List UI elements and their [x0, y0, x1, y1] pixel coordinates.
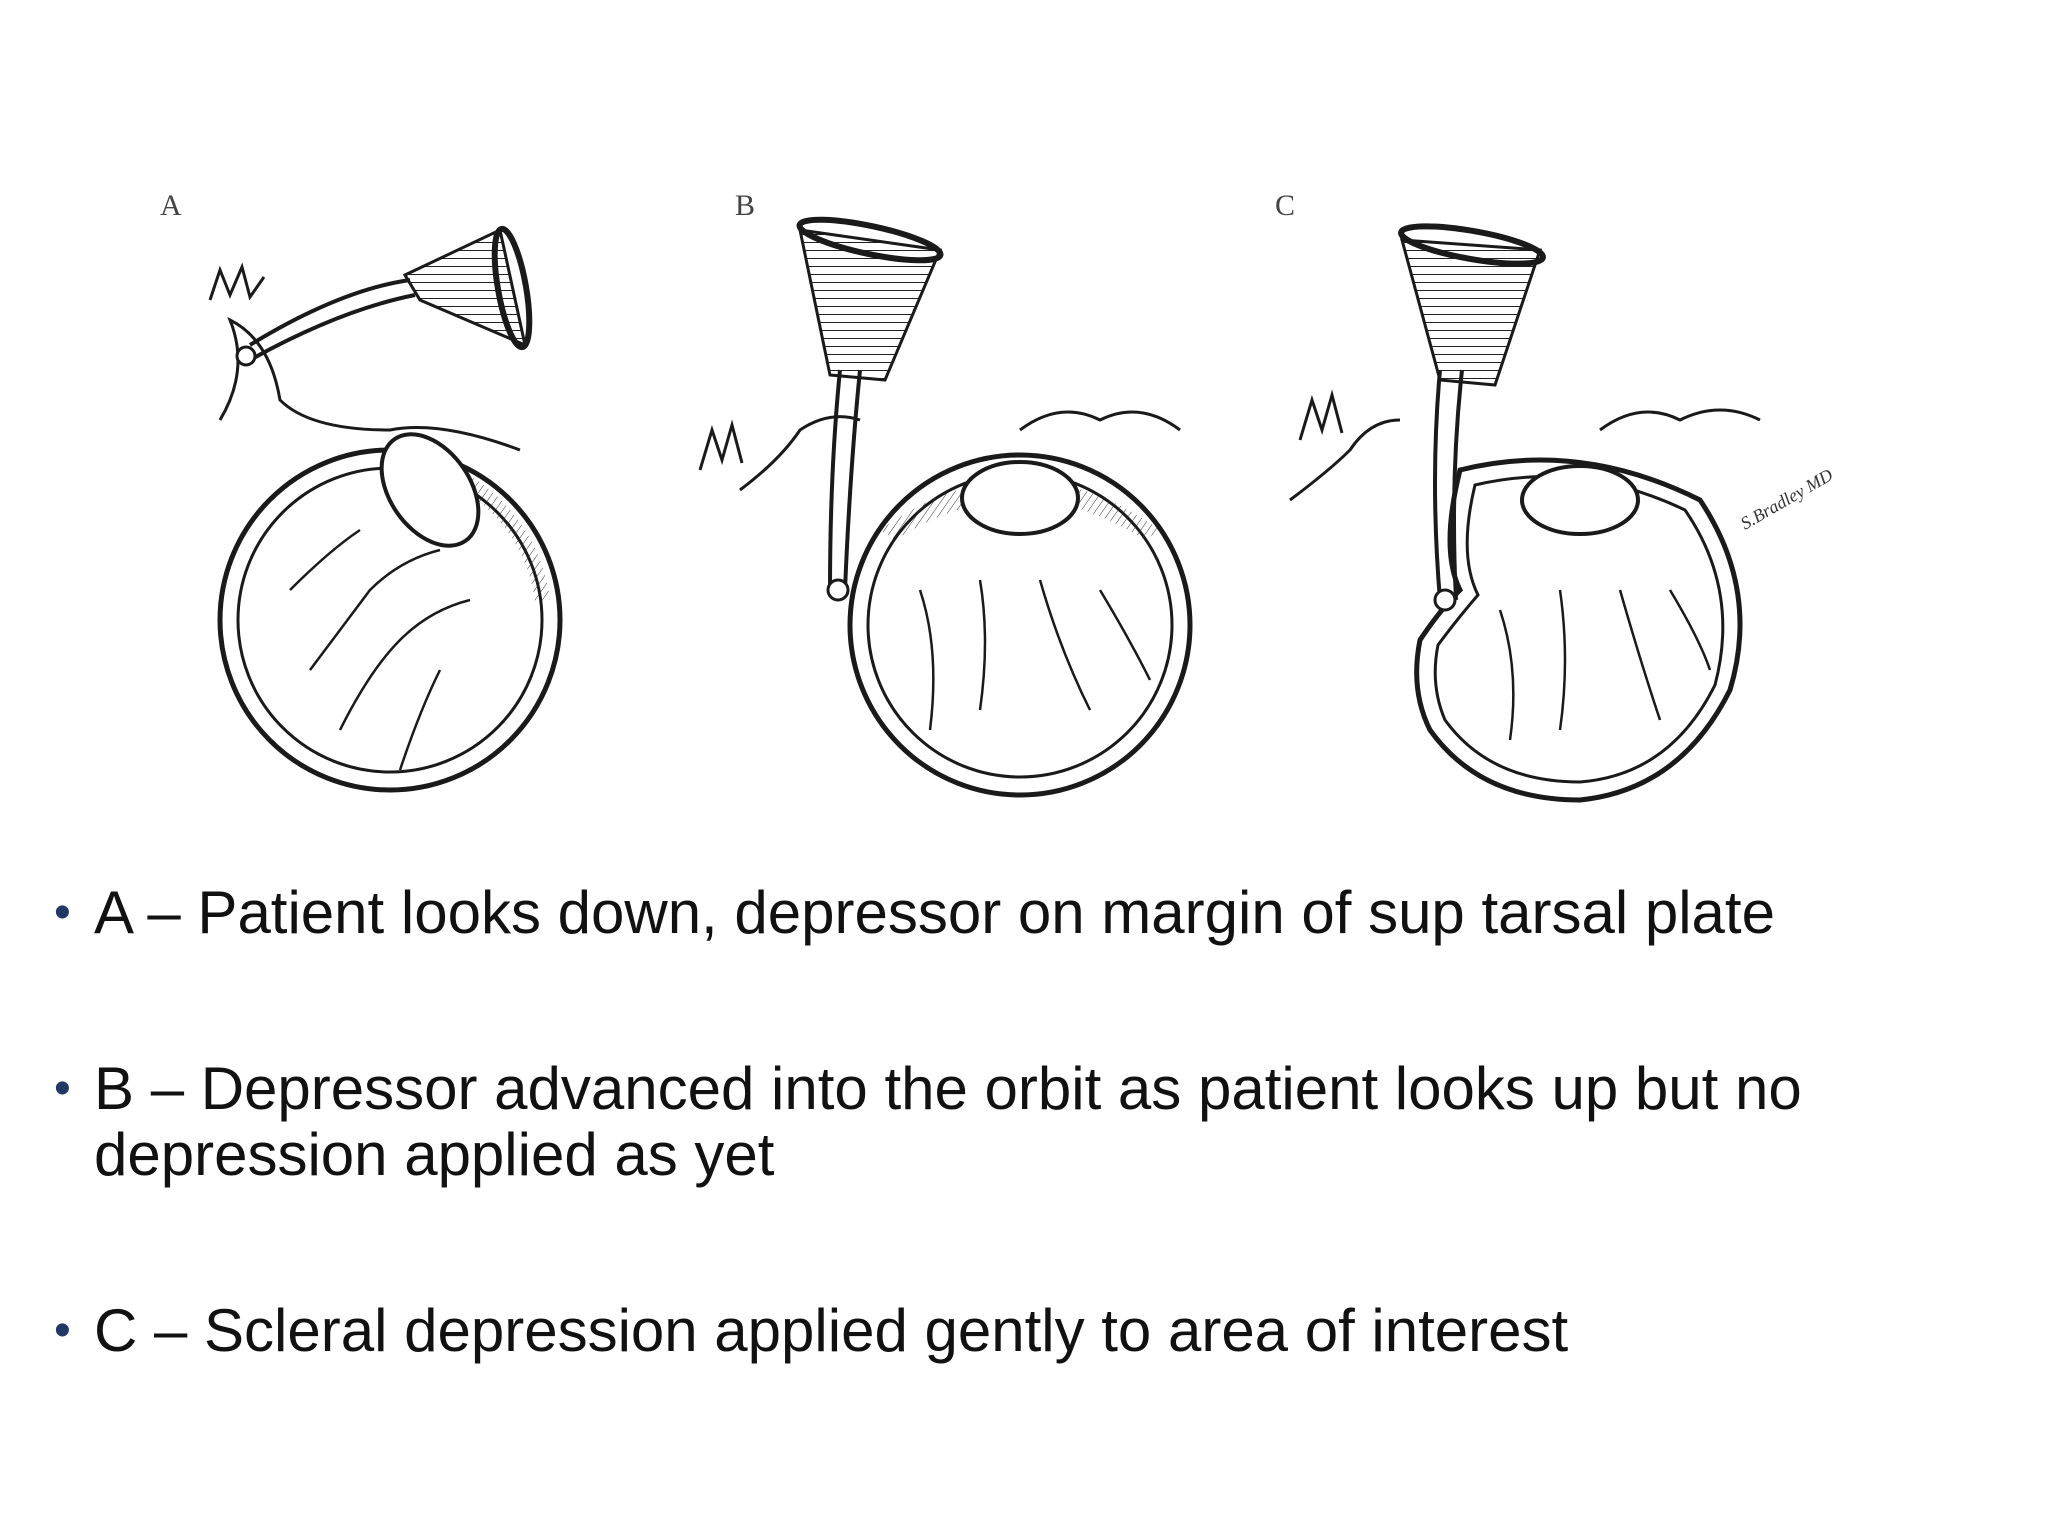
bullet-text-c: C – Scleral depression applied gently to… — [94, 1297, 1569, 1364]
bullet-item-a: • A – Patient looks down, depressor on m… — [48, 880, 2008, 946]
bullet-dot-icon: • — [54, 1062, 71, 1115]
panel-b-drawing: B — [698, 189, 1193, 798]
panel-label-b: B — [735, 189, 755, 222]
bullet-list: • A – Patient looks down, depressor on m… — [48, 880, 2008, 1364]
panel-label-a: A — [160, 189, 182, 222]
panel-label-c: C — [1275, 189, 1295, 222]
bullet-dot-icon: • — [54, 1304, 71, 1357]
bullet-text-b: B – Depressor advanced into the orbit as… — [94, 1055, 1802, 1188]
bullet-text-a: A – Patient looks down, depressor on mar… — [94, 879, 1775, 946]
bullet-item-c: • C – Scleral depression applied gently … — [48, 1298, 2008, 1364]
bullet-item-b: • B – Depressor advanced into the orbit … — [48, 1056, 2008, 1188]
artist-signature: S.Bradley MD — [1737, 465, 1836, 534]
panel-c-drawing: C S.Bradley MD — [1275, 189, 1836, 803]
panel-a-drawing: A — [160, 189, 563, 793]
scleral-depression-illustration: A B — [140, 170, 1920, 810]
bullet-dot-icon: • — [54, 886, 71, 939]
